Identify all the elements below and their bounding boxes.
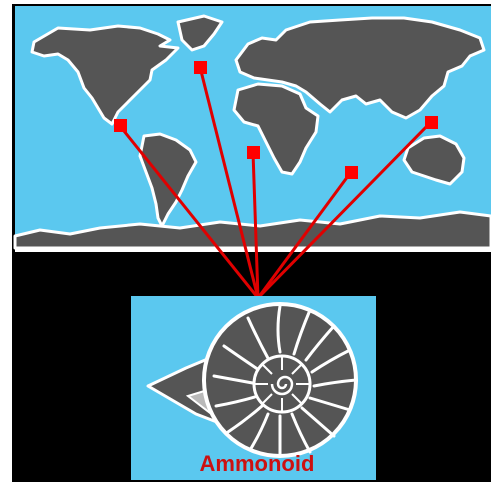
marker-europe: [194, 61, 207, 74]
marker-africa: [247, 146, 260, 159]
ammonoid-caption: Ammonoid: [200, 451, 315, 476]
marker-indian-ocean: [345, 166, 358, 179]
marker-asia-pacific: [425, 116, 438, 129]
marker-north-america: [114, 119, 127, 132]
ammonoid-panel: Ammonoid: [131, 296, 376, 480]
world-map-icon: [15, 6, 491, 250]
